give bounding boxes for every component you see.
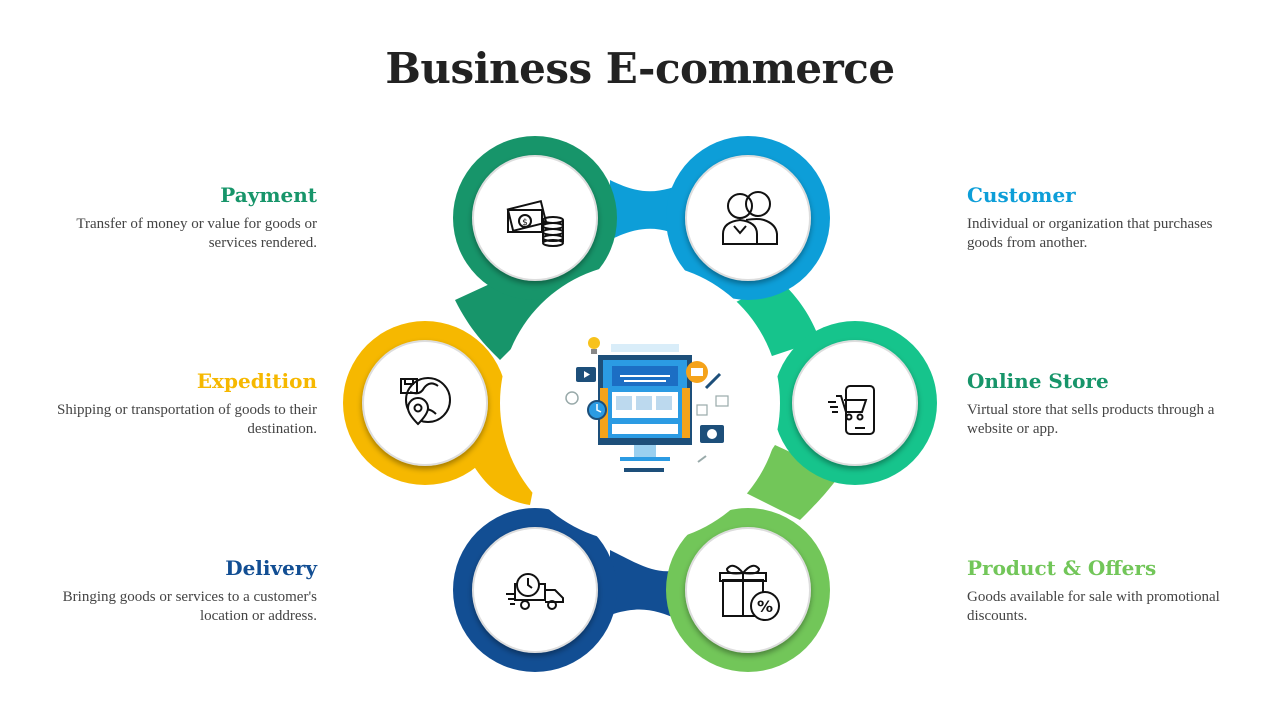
item-title: Payment [220,183,317,207]
item-description: Bringing goods or services to a customer… [62,589,317,624]
item-payment: Payment Transfer of money or value for g… [57,183,317,253]
disc-customer [685,155,811,281]
svg-text:%: % [757,597,773,616]
item-product-offers: Product & Offers Goods available for sal… [967,556,1227,626]
people-icon [722,191,778,245]
item-title: Delivery [225,556,317,580]
mobile-cart-icon [828,385,875,435]
item-delivery: Delivery Bringing goods or services to a… [57,556,317,626]
connector-online-store [730,280,820,360]
disc-online-store [792,340,918,466]
disc-product-offers [685,527,811,653]
item-description: Goods available for sale with promotiona… [967,589,1220,624]
item-online-store: Online Store Virtual store that sells pr… [967,369,1227,439]
item-description: Transfer of money or value for goods or … [76,216,317,251]
item-title: Customer [967,183,1076,207]
ecommerce-website-illustration [565,337,729,472]
item-description: Virtual store that sells products throug… [967,402,1215,437]
disc-payment [472,155,598,281]
delivery-truck-icon [506,573,564,610]
connector-delivery [610,550,680,620]
item-title: Expedition [196,369,317,393]
globe-location-icon [400,377,451,426]
item-description: Shipping or transportation of goods to t… [57,402,317,437]
item-description: Individual or organization that purchase… [967,216,1213,251]
svg-text:$: $ [522,218,528,228]
item-customer: Customer Individual or organization that… [967,183,1227,253]
item-expedition: Expedition Shipping or transportation of… [57,369,317,439]
money-icon: $ [506,200,564,247]
page-title: Business E-commerce [385,44,895,93]
gift-discount-icon: % [719,564,780,621]
item-title: Online Store [967,369,1109,393]
item-title: Product & Offers [967,556,1157,580]
